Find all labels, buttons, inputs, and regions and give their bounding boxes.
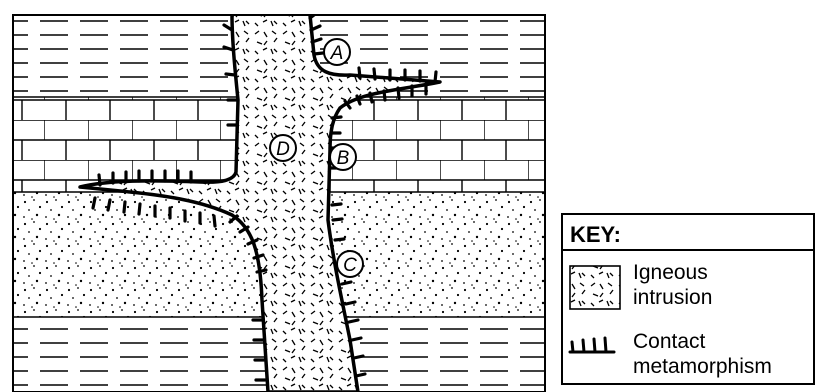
igneous-swatch bbox=[570, 266, 620, 309]
key-box: KEY: Igneous intrusion Contact metamorph… bbox=[562, 214, 814, 384]
label-d: D bbox=[270, 135, 296, 161]
key-igneous-line2: intrusion bbox=[633, 286, 712, 309]
label-d-text: D bbox=[276, 139, 290, 160]
label-c: C bbox=[337, 251, 363, 277]
label-c-text: C bbox=[343, 255, 357, 276]
label-b: B bbox=[330, 144, 356, 170]
label-a: A bbox=[324, 39, 350, 65]
key-contact-line1: Contact bbox=[633, 330, 706, 353]
key-contact-line2: metamorphism bbox=[633, 355, 772, 378]
key-igneous-line1: Igneous bbox=[633, 261, 708, 284]
label-b-text: B bbox=[337, 148, 350, 169]
key-title: KEY: bbox=[570, 222, 621, 247]
label-a-text: A bbox=[330, 43, 344, 64]
